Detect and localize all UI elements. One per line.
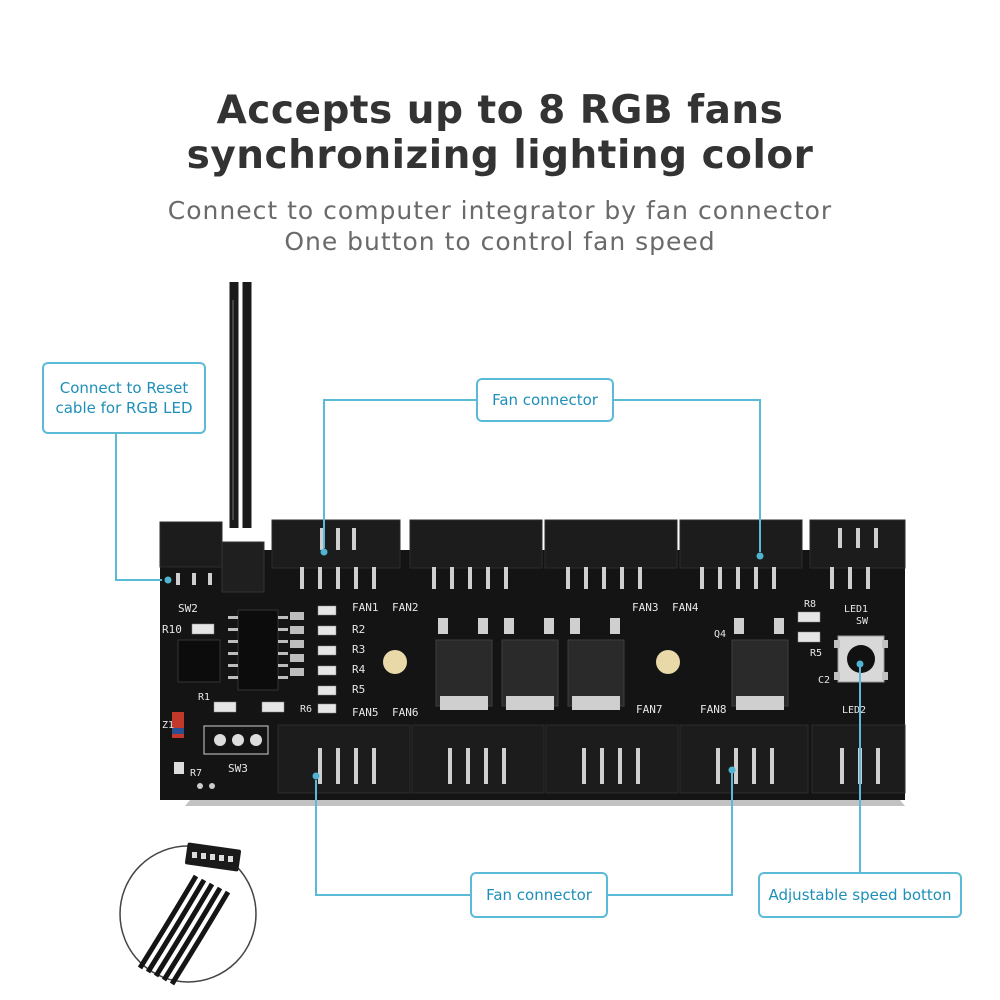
heading-line-1: Accepts up to 8 RGB fans: [216, 88, 784, 133]
chips: [177, 605, 821, 714]
label-r6: R6: [300, 704, 312, 715]
label-r5-right: R5: [810, 648, 822, 659]
label-r2: R2: [352, 623, 365, 636]
label-fan3: FAN3: [632, 601, 659, 614]
label-led2: LED2: [842, 705, 866, 716]
callout-fan-connector-bottom: Fan connector: [470, 872, 608, 918]
callout-reset-cable-line-1: Connect to Reset: [59, 378, 189, 397]
label-r10: R10: [162, 623, 182, 636]
callout-reset-cable-line-2: cable for RGB LED: [55, 399, 193, 417]
mount-pad-right: [656, 650, 680, 674]
reset-cable: [229, 282, 252, 528]
label-r5: R5: [352, 683, 365, 696]
silkscreen: SW2 R10 FAN1 FAN2 R2 R3 R4 R5 R6 R1 Z1 R…: [162, 599, 869, 779]
label-fan6: FAN6: [392, 706, 419, 719]
top-fan-connectors: [159, 519, 906, 593]
callout-reset-cable: Connect to Reset cable for RGB LED: [42, 362, 206, 434]
callout-fan-connector-top: Fan connector: [476, 378, 614, 422]
label-q4: Q4: [714, 629, 726, 640]
label-r4: R4: [352, 663, 366, 676]
callout-dots: [164, 548, 864, 780]
label-r3: R3: [352, 643, 365, 656]
label-fan5: FAN5: [352, 706, 379, 719]
label-r1: R1: [198, 692, 210, 703]
mosfets: [435, 618, 789, 710]
callout-speed-button: Adjustable speed botton: [758, 872, 962, 918]
label-fan4: FAN4: [672, 601, 699, 614]
label-sw: SW: [856, 616, 869, 627]
label-sw3: SW3: [228, 762, 248, 775]
label-led1: LED1: [844, 604, 868, 615]
heading-line-2: synchronizing lighting color: [186, 133, 814, 178]
label-fan8: FAN8: [700, 703, 727, 716]
label-fan7: FAN7: [636, 703, 663, 716]
subheading-line-2: One button to control fan speed: [284, 227, 716, 256]
label-fan1: FAN1: [352, 601, 379, 614]
connector-inset: [119, 842, 257, 986]
label-z1: Z1: [162, 720, 174, 731]
mount-pad-left: [383, 650, 407, 674]
callout-lines: [115, 399, 861, 896]
label-r8: R8: [804, 599, 816, 610]
label-r7: R7: [190, 768, 202, 779]
bottom-fan-connectors: [277, 724, 906, 794]
label-fan2: FAN2: [392, 601, 419, 614]
label-sw2: SW2: [178, 602, 198, 615]
label-c2: C2: [818, 675, 830, 686]
subheading-line-1: Connect to computer integrator by fan co…: [167, 196, 833, 225]
sw3-pads: [172, 712, 269, 789]
